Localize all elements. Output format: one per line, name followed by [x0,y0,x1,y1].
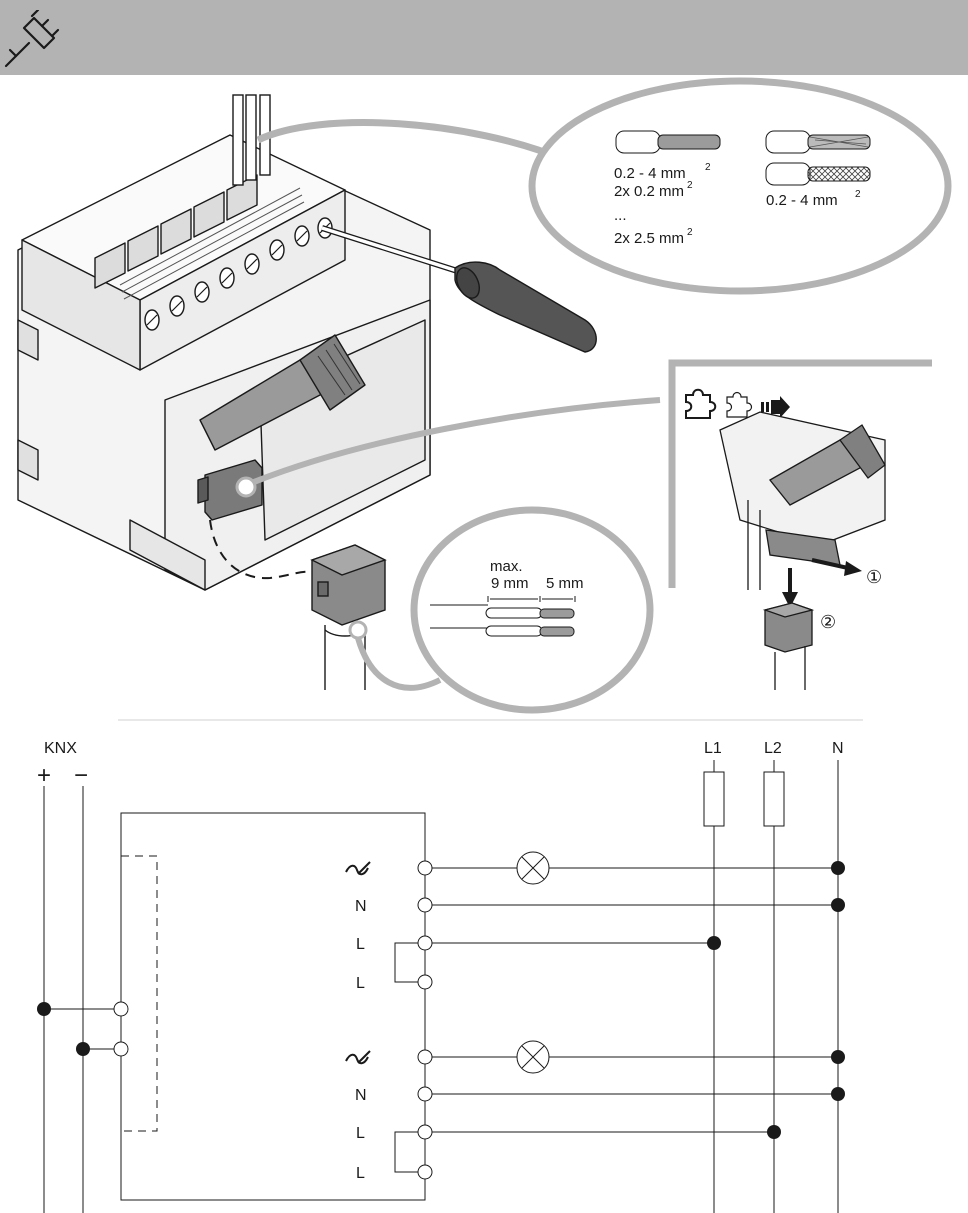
fuse-l2 [763,771,785,827]
knx-terminals [113,1001,129,1057]
phase-junctions [707,861,845,1139]
stranded-range-label: 0.2 - 4 mm [766,192,838,209]
terminal-label: N [355,1087,367,1104]
spec-callout-line [256,119,567,164]
load-output-icon [345,1050,371,1065]
terminal-label: L [356,1165,365,1182]
ferrule-wire-icon [765,162,871,186]
core-length-label: 5 mm [546,575,584,592]
terminal-label: N [355,898,367,915]
terminal-label: L [356,936,365,953]
sheath-length-label: 9 mm [491,575,529,592]
double-min-exp: 2 [687,180,693,191]
terminal-label: L [356,1125,365,1142]
output-wiring [394,867,838,1173]
stranded-wire-icon [765,130,871,154]
load-output-icon [345,861,371,876]
strip-callout-line [355,637,442,691]
puzzle-outline-icon [726,391,753,418]
solid-wire-icon [615,130,721,154]
screwdriver [321,225,597,353]
double-max-label: 2x 2.5 mm [614,230,684,247]
terminal-label: L [356,975,365,992]
neutral-label: N [832,740,844,757]
knx-minus-label: − [74,762,88,789]
stranded-range-exp: 2 [855,189,861,200]
phase-l2-label: L2 [764,740,782,757]
plug-icon [4,10,60,68]
step-1-marker: ① [866,567,882,587]
output-terminals [417,860,433,1180]
knx-junctions [37,1002,90,1056]
max-label: max. [490,558,523,575]
fuse-l1 [703,771,725,827]
connector-removal-panel: ① ② [668,359,932,690]
wire-spec-bubble [528,77,952,295]
stripped-cable-icon [430,596,576,637]
solid-range-exp: 2 [705,162,711,173]
solid-range-label: 0.2 - 4 mm [614,165,686,182]
arrow-right-icon [761,396,790,418]
knx-terminal-path [209,519,316,580]
knx-plus-label: + [37,762,51,789]
phase-l1-label: L1 [704,740,722,757]
header-bar [0,0,968,75]
double-min-label: 2x 0.2 mm [614,183,684,200]
wiring-schematic [43,726,839,1213]
knx-terminal-plug [310,544,387,690]
device-illustration [17,134,431,591]
knx-label: KNX [44,740,77,757]
actuator-box [120,812,426,1201]
double-max-exp: 2 [687,227,693,238]
ellipsis-label: ... [614,207,627,224]
zoom-callout-line [252,397,661,485]
puzzle-icon [685,388,717,419]
lamp-icon [516,1040,550,1074]
step-2-marker: ② [820,612,836,632]
lamp-icon [516,851,550,885]
